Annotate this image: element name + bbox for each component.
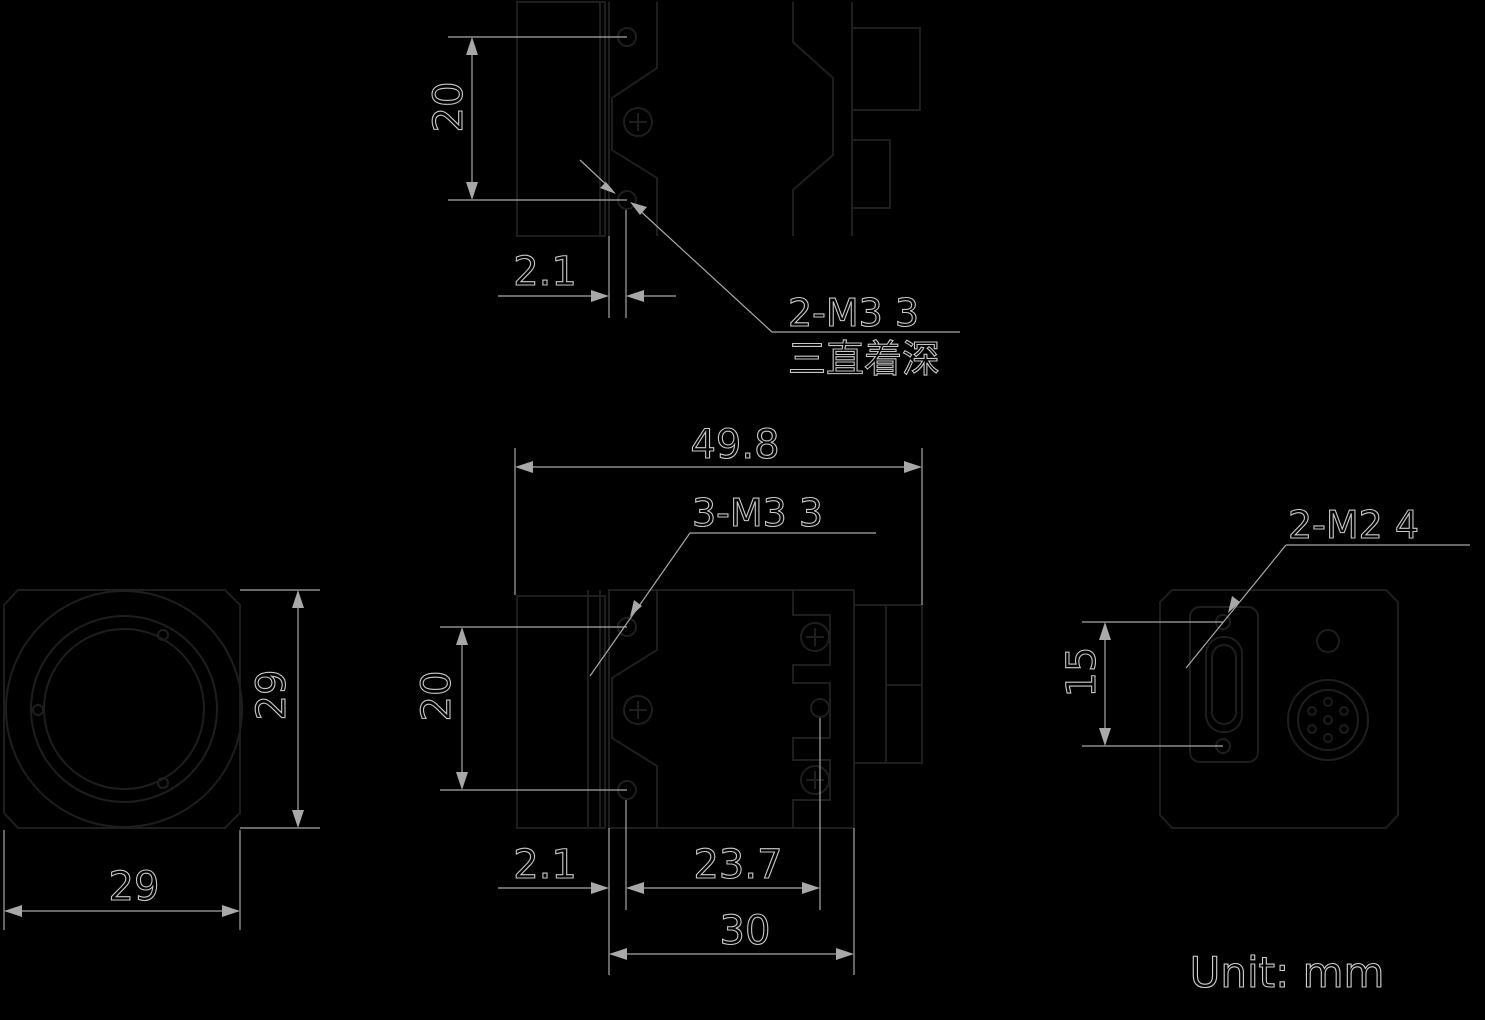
io-connector-pins	[1307, 697, 1349, 743]
io-connector-icon	[1287, 679, 1369, 761]
lens-mount-ring	[30, 615, 218, 803]
rear-view-spacing-dim: 15	[1059, 647, 1105, 698]
rear-view-thread-note: 2-M2 4	[1288, 503, 1419, 547]
top-view-outline	[516, 1, 921, 237]
side-view-spacing-dim: 23.7	[693, 842, 782, 888]
usb-port-frame	[1189, 606, 1259, 763]
front-view: 29 29	[3, 589, 320, 930]
side-view-width-dim: 30	[720, 908, 771, 954]
side-view: 49.8 3-M3 3 20 2.1 23.7 30	[413, 421, 923, 975]
lens-mount-outer	[5, 590, 243, 828]
side-view-length-dim: 49.8	[690, 422, 779, 468]
unit-label: Unit: mm	[1190, 948, 1385, 997]
side-view-offset-dim: 2.1	[513, 842, 577, 888]
front-body	[3, 589, 241, 829]
top-view-thread-note: 2-M3 3	[788, 291, 919, 335]
status-led-icon	[1316, 629, 1340, 653]
top-view: 20 2.1 2-M3 3 三直着深	[425, 1, 960, 382]
side-view-height-dim: 20	[414, 671, 460, 722]
rear-view-dimensions	[1082, 544, 1470, 747]
front-view-dimensions	[3, 589, 320, 930]
front-view-width-dim: 29	[109, 864, 160, 910]
lens-mount-inner	[43, 628, 205, 790]
side-view-dimensions	[440, 448, 923, 975]
usb-port-icon	[1205, 636, 1243, 733]
front-view-height-dim: 29	[249, 670, 295, 721]
top-view-height-dim: 20	[426, 82, 472, 133]
top-view-dimensions	[448, 36, 960, 333]
side-view-outline	[516, 589, 923, 829]
screw-icon	[623, 107, 653, 137]
rear-body	[1159, 589, 1399, 829]
top-view-offset-dim: 2.1	[513, 249, 577, 295]
side-view-thread-note: 3-M3 3	[692, 491, 823, 535]
top-view-cn-note: 三直着深	[788, 337, 940, 381]
rear-view: 2-M2 4 15	[1058, 502, 1470, 829]
